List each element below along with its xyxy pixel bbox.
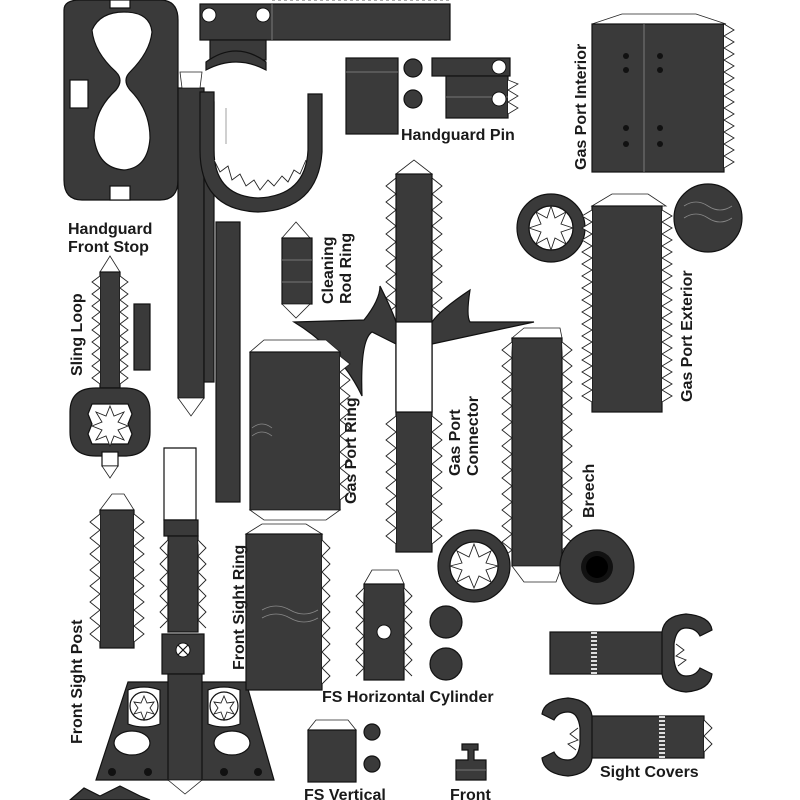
label-gas-port-ring: Gas Port Ring [343,397,360,504]
fs-vertical-part [307,719,381,783]
front-sight-base-part [95,447,275,795]
label-fs-vertical: FS Vertical [304,787,386,800]
gas-port-connector-part [291,159,535,553]
thin-strip-part [215,221,241,503]
handguard-front-stop-part [63,0,179,201]
label-sight-covers: Sight Covers [600,764,699,781]
label-gas-port-interior: Gas Port Interior [573,44,590,170]
gas-port-interior-part [591,13,735,173]
top-bar-part [199,0,451,71]
sight-covers-part [541,613,713,777]
sling-loop-part [69,255,151,479]
u-curve-part [199,91,323,213]
label-front-sight-ring: Front Sight Ring [231,545,248,670]
front-sight-post-part [89,493,145,649]
label-front: Front [450,787,492,800]
label-breech: Breech [581,464,598,518]
gas-port-exterior-part [516,183,743,413]
front-sight-ring-part [244,523,331,691]
breech-part [437,327,635,605]
partial-part-bottom-left [69,785,151,800]
label-cleaning-rod-ring-2: Rod Ring [338,233,355,304]
gas-port-ring-part [248,339,351,521]
label-cleaning-rod-ring-1: Cleaning [320,236,337,304]
label-sling-loop: Sling Loop [69,293,86,376]
label-gas-port-connector-1: Gas Port [447,409,464,476]
handguard-pin-part [345,57,519,135]
label-handguard-front-stop-2: Front Stop [68,239,149,256]
cleaning-rod-ring-part [281,221,313,319]
label-fs-horizontal-cylinder: FS Horizontal Cylinder [322,689,494,706]
label-front-sight-post: Front Sight Post [69,619,86,744]
label-gas-port-connector-2: Connector [465,396,482,476]
label-gas-port-exterior: Gas Port Exterior [679,270,696,402]
front-part [455,743,487,781]
fs-horizontal-cylinder-part [355,569,463,681]
label-handguard-front-stop-1: Handguard [68,221,152,238]
label-handguard-pin: Handguard Pin [401,127,515,144]
